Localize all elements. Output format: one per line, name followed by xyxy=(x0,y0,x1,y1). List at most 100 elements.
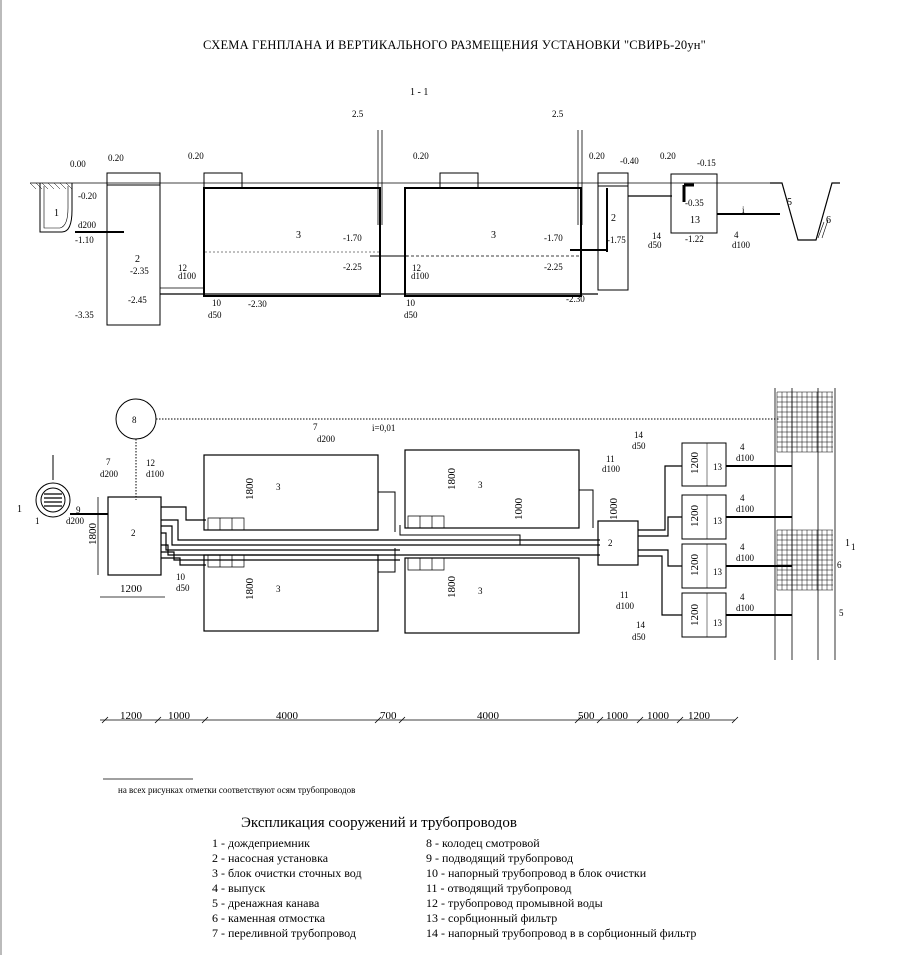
legend-item: 11 - отводящий трубопровод xyxy=(426,881,572,895)
plan-label: d200 xyxy=(100,469,119,479)
plan-dimension: 1200 xyxy=(120,583,143,595)
plan-label: 9 xyxy=(76,505,81,515)
dimension-chain-value: 1200 xyxy=(688,710,711,722)
page-title: СХЕМА ГЕНПЛАНА И ВЕРТИКАЛЬНОГО РАЗМЕЩЕНИ… xyxy=(203,38,706,52)
plan-label: d100 xyxy=(146,469,165,479)
dimension-tick xyxy=(636,716,644,724)
legend-item: 12 - трубопровод промывной воды xyxy=(426,896,603,910)
dimension-chain-value: 4000 xyxy=(477,710,500,722)
section-pipe-label: 12 xyxy=(178,263,187,273)
plan-label: 13 xyxy=(713,567,723,577)
section-level-mark: -0.15 xyxy=(697,158,716,168)
section-level-mark: -0.20 xyxy=(78,191,97,201)
section-structure-number: 3 xyxy=(296,230,301,241)
legend-item: 14 - напорный трубопровод в в сорбционны… xyxy=(426,926,697,940)
dimension-tick xyxy=(201,716,209,724)
dimension-tick xyxy=(101,716,109,724)
legend-right-column: 8 - колодец смотровой 9 - подводящий тру… xyxy=(426,836,696,941)
plan-dimension: 1800 xyxy=(87,523,99,546)
section-level-mark: -1.22 xyxy=(685,234,704,244)
plan-label: d50 xyxy=(632,632,646,642)
legend-item: 13 - сорбционный фильтр xyxy=(426,911,558,925)
plan-label: d200 xyxy=(317,434,336,444)
plan-dimension: 1800 xyxy=(244,478,256,501)
plan-label: 11 xyxy=(606,454,615,464)
plan-dimension: 1000 xyxy=(513,498,525,521)
plan-label: 4 xyxy=(740,592,745,602)
section-level-mark: -0.35 xyxy=(685,198,704,208)
plan-label: 5 xyxy=(839,608,844,618)
section-level-mark: -2.25 xyxy=(544,262,563,272)
section-pipe-label: d50 xyxy=(404,310,418,320)
plan-slope-label: i=0,01 xyxy=(372,423,395,433)
dimension-chain-value: 700 xyxy=(380,710,397,722)
legend-title: Экспликация сооружений и трубопроводов xyxy=(241,815,517,831)
dimension-tick xyxy=(574,716,582,724)
section-pipe-label: d200 xyxy=(78,220,97,230)
section-level-mark: 0.20 xyxy=(413,151,429,161)
section-level-mark: -1.70 xyxy=(343,233,362,243)
section-pipe-label: d100 xyxy=(411,271,430,281)
legend-item: 8 - колодец смотровой xyxy=(426,836,540,850)
plan-dimension: 1200 xyxy=(689,452,701,475)
section-pipe-label: 14 xyxy=(652,231,662,241)
plan-label: 3 xyxy=(276,482,281,492)
dimension-tick xyxy=(374,716,382,724)
section-pipe-label: d100 xyxy=(732,240,751,250)
plan-dimension: 1800 xyxy=(446,576,458,599)
dimension-chain-value: 4000 xyxy=(276,710,299,722)
legend-item: 3 - блок очистки сточных вод xyxy=(212,866,362,880)
legend-item: 1 - дождеприемник xyxy=(212,836,310,850)
plan-label: 2 xyxy=(131,528,136,538)
dimension-chain-value: 1200 xyxy=(120,710,143,722)
plan-label: d200 xyxy=(66,516,85,526)
plan-dimension: 1000 xyxy=(608,498,620,521)
dimension-chain-value: 500 xyxy=(578,710,595,722)
section-structure-number: 6 xyxy=(826,215,831,226)
section-pipe-label: d50 xyxy=(648,240,662,250)
section-level-mark: -2.35 xyxy=(130,266,149,276)
section-marker: 1 xyxy=(845,538,850,549)
plan-label: d50 xyxy=(176,583,190,593)
plan-label: 11 xyxy=(620,590,629,600)
section-level-mark: -2.45 xyxy=(128,295,147,305)
section-level-mark: -2.25 xyxy=(343,262,362,272)
legend-item: 4 - выпуск xyxy=(212,881,266,895)
section-level-mark: -1.75 xyxy=(607,235,626,245)
section-pipe-label: 10 xyxy=(212,298,222,308)
plan-label: d100 xyxy=(616,601,635,611)
legend-item: 10 - напорный трубопровод в блок очистки xyxy=(426,866,647,880)
section-level-mark: -2.30 xyxy=(248,299,267,309)
section-level-mark: -1.70 xyxy=(544,233,563,243)
plan-label: d100 xyxy=(736,553,755,563)
legend-item: 5 - дренажная канава xyxy=(212,896,320,910)
dimension-tick xyxy=(154,716,162,724)
plan-label: 13 xyxy=(713,462,723,472)
section-structure-number: 2 xyxy=(135,254,140,265)
plan-label: d100 xyxy=(602,464,621,474)
legend-item: 9 - подводящий трубопровод xyxy=(426,851,574,865)
section-level-mark: 2.5 xyxy=(552,109,564,119)
dimension-tick xyxy=(731,716,739,724)
section-structure-number: 5 xyxy=(787,197,792,208)
section-structure-number: 3 xyxy=(491,230,496,241)
legend-item: 6 - каменная отмостка xyxy=(212,911,326,925)
section-marker: 1 xyxy=(17,504,22,515)
section-structure-number: 13 xyxy=(690,215,700,226)
plan-label: d100 xyxy=(736,504,755,514)
plan-label: 14 xyxy=(634,430,644,440)
section-level-mark: 0.20 xyxy=(660,151,676,161)
footnote: на всех рисунках отметки соответствуют о… xyxy=(118,785,356,795)
plan-label: 1 xyxy=(35,516,40,526)
section-level-mark: -1.10 xyxy=(75,235,94,245)
section-level-mark: 0.20 xyxy=(589,151,605,161)
section-level-mark: -0.40 xyxy=(620,156,639,166)
legend-left-column: 1 - дождеприемник 2 - насосная установка… xyxy=(212,836,362,941)
plan-label: 4 xyxy=(740,442,745,452)
section-pipe-label: d50 xyxy=(208,310,222,320)
plan-label: 3 xyxy=(276,584,281,594)
plan-label: 13 xyxy=(713,618,723,628)
plan-label: 7 xyxy=(106,457,111,467)
plan-label: 4 xyxy=(740,542,745,552)
legend-item: 7 - переливной трубопровод xyxy=(212,926,356,940)
